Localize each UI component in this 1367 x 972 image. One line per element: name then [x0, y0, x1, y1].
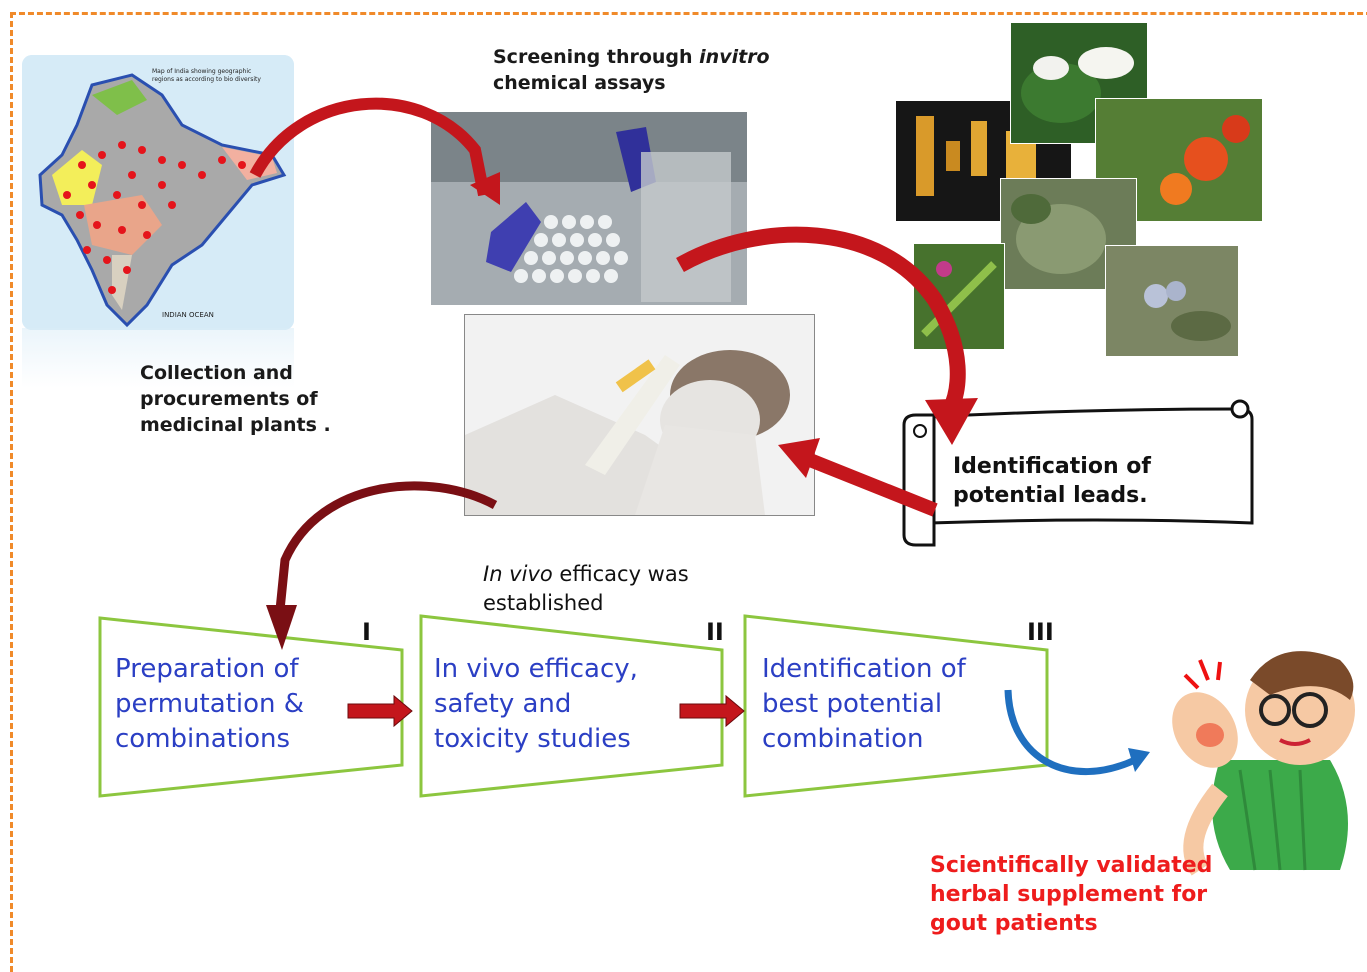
arrow-step1-to-2 — [347, 694, 413, 728]
step-2-text: In vivo efficacy, safety and toxicity st… — [434, 652, 638, 757]
arrow-map-to-lab — [249, 97, 490, 197]
invivo-rest: efficacy was — [552, 562, 689, 586]
screening-label: Screening through invitro chemical assay… — [493, 44, 770, 96]
step-3-numeral: III — [1027, 618, 1054, 646]
arrow-mouse-to-step1 — [275, 481, 498, 611]
invivo-label: In vivo efficacy was established — [483, 560, 689, 618]
collection-line-1: Collection and — [140, 362, 293, 384]
final-line-3: gout patients — [930, 911, 1098, 936]
step-2-line-1: In vivo efficacy, — [434, 654, 638, 684]
collection-line-3: medicinal plants . — [140, 414, 331, 436]
final-line-1: Scientifically validated — [930, 853, 1213, 878]
step-1-line-3: combinations — [115, 724, 291, 754]
plant-vitex-photo — [1105, 245, 1239, 357]
screening-line-2: chemical assays — [493, 72, 666, 94]
step-2-line-3: toxicity studies — [434, 724, 631, 754]
step-3-line-2: best potential — [762, 689, 943, 719]
step-2-numeral: II — [706, 618, 724, 646]
step-3-text: Identification of best potential combina… — [762, 652, 966, 757]
invivo-line-2: established — [483, 591, 604, 615]
final-outcome-label: Scientifically validated herbal suppleme… — [930, 851, 1212, 938]
leads-line-1: Identification of — [953, 454, 1151, 479]
screening-line-1: Screening through — [493, 46, 700, 68]
step-1-numeral: I — [362, 618, 371, 646]
final-line-2: herbal supplement for — [930, 882, 1208, 907]
step-2-line-2: safety and — [434, 689, 572, 719]
step-2-box — [419, 614, 724, 798]
arrow-step2-to-3 — [679, 694, 745, 728]
step-3-line-3: combination — [762, 724, 924, 754]
arrow-step3-to-patient — [1004, 689, 1137, 776]
map-reflection — [22, 328, 294, 388]
map-ocean-label: INDIAN OCEAN — [162, 311, 214, 319]
india-map-image: Map of India showing geographic regions … — [22, 55, 294, 330]
map-caption-line1: Map of India showing geographic — [152, 68, 251, 75]
map-caption-line2: regions as according to bio diversity — [152, 76, 261, 83]
screening-invitro: invitro — [699, 46, 770, 68]
step-3-line-1: Identification of — [762, 654, 966, 684]
step-1-text: Preparation of permutation & combination… — [115, 652, 304, 757]
collection-line-2: procurements of — [140, 388, 318, 410]
leads-line-2: potential leads. — [953, 483, 1148, 508]
gout-patient-illustration — [1160, 640, 1367, 880]
dashed-page-border — [10, 12, 1367, 972]
lab-assay-photo — [431, 112, 747, 305]
step-1-line-2: permutation & — [115, 689, 305, 719]
flow-shapes — [98, 97, 1150, 798]
plant-datura-photo — [1010, 22, 1148, 144]
mouse-invivo-photo — [464, 314, 815, 516]
collection-label: Collection and procurements of medicinal… — [140, 360, 331, 438]
leads-label: Identification of potential leads. — [953, 452, 1151, 510]
invivo-em: In vivo — [483, 562, 553, 586]
arrow-leads-to-mouse — [807, 453, 938, 517]
step-1-line-1: Preparation of — [115, 654, 299, 684]
leads-scroll — [900, 395, 1260, 555]
step-1-box — [98, 616, 404, 798]
arrow-lab-to-leads — [676, 226, 966, 414]
